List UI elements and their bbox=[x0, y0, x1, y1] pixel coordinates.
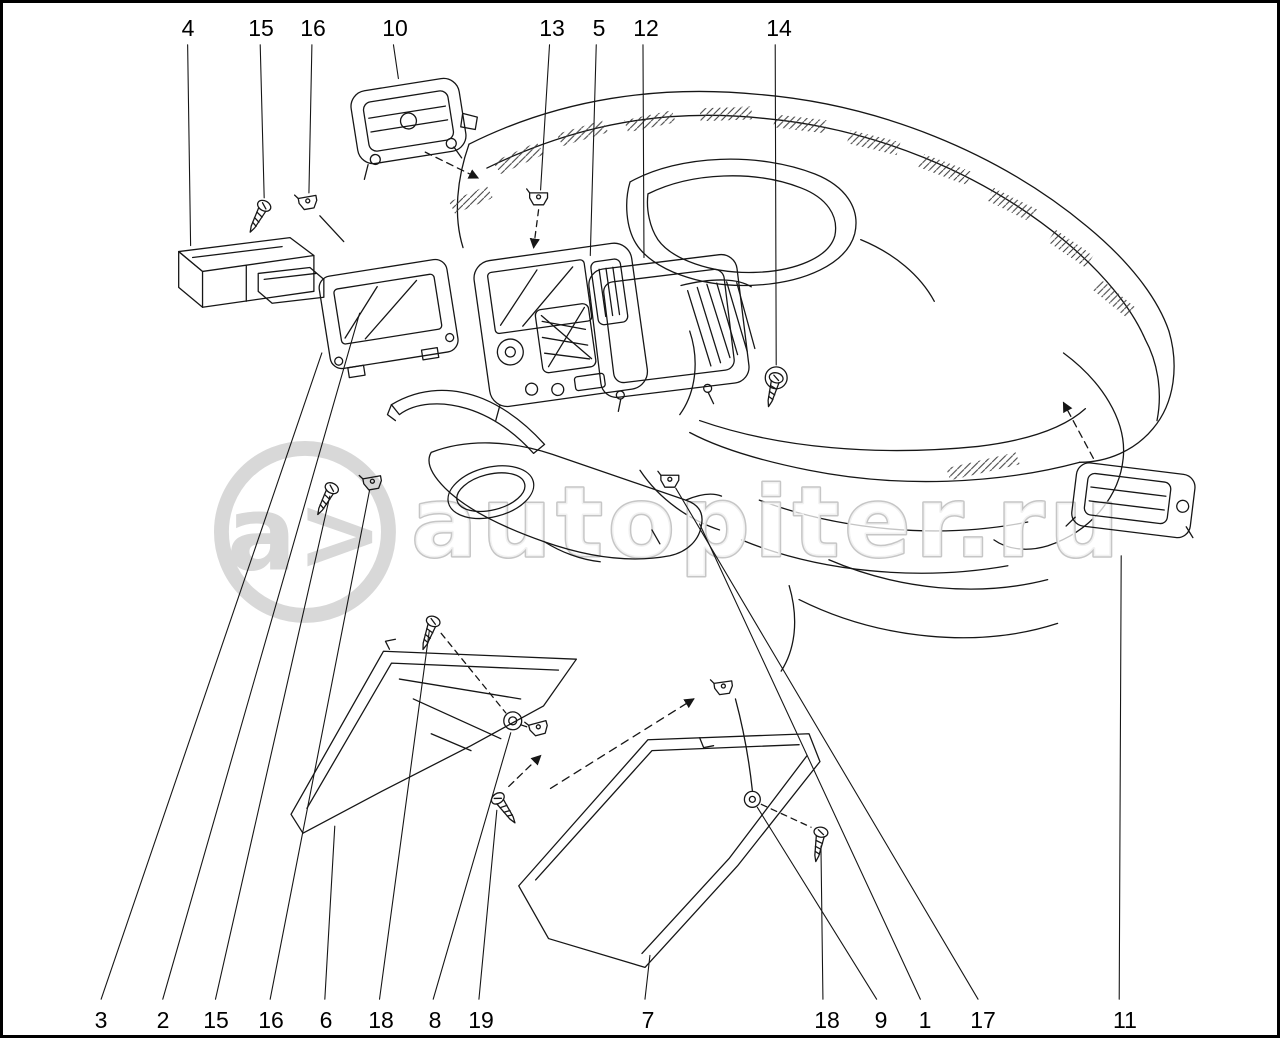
callout-label: 12 bbox=[633, 15, 659, 41]
vent-install-arrow bbox=[424, 151, 480, 179]
callout-label: 15 bbox=[203, 1007, 229, 1033]
callout-label: 10 bbox=[382, 15, 408, 41]
part-4-storage-tray bbox=[178, 236, 325, 308]
callout-label: 5 bbox=[592, 15, 606, 41]
part-8-bracket bbox=[503, 711, 550, 739]
callout-label: 16 bbox=[300, 15, 326, 41]
part-14-screw-washer bbox=[761, 366, 788, 410]
part-16-clip-a bbox=[293, 190, 319, 212]
part-12-rear-frame bbox=[588, 253, 756, 412]
watermark-site: autopiter.ru bbox=[411, 466, 1124, 579]
part-7-clip bbox=[709, 676, 734, 697]
part-13-clip bbox=[526, 188, 549, 206]
defroster-hatch bbox=[449, 106, 1136, 481]
part-10-air-vent bbox=[350, 77, 478, 180]
callout-label: 17 bbox=[970, 1007, 996, 1033]
diagram-artwork: a> autopiter.ru bbox=[100, 44, 1196, 1000]
panel-7-install-arrow bbox=[549, 698, 695, 790]
dashboard-body bbox=[449, 90, 1175, 672]
callout-label: 9 bbox=[874, 1007, 888, 1033]
part-6-kick-panel bbox=[290, 638, 578, 834]
clip-16-guide-line bbox=[319, 215, 345, 243]
callout-label: 6 bbox=[319, 1007, 333, 1033]
leader-lines bbox=[100, 44, 1122, 1000]
part-7-closing-panel bbox=[518, 733, 821, 969]
side-vent-install-arrow bbox=[1062, 401, 1095, 459]
callout-label: 18 bbox=[368, 1007, 394, 1033]
screw-18-guide-line bbox=[440, 632, 507, 714]
steering-column-trim bbox=[386, 389, 723, 563]
fastener-to-screw-line bbox=[760, 803, 812, 828]
callout-label: 19 bbox=[468, 1007, 494, 1033]
callout-label: 15 bbox=[248, 15, 274, 41]
screw-19-arrow bbox=[508, 754, 542, 788]
part-19-screw bbox=[488, 789, 522, 828]
callout-label: 7 bbox=[641, 1007, 655, 1033]
part-18-screw-b bbox=[808, 825, 830, 864]
callout-label: 3 bbox=[94, 1007, 108, 1033]
callout-label: 2 bbox=[156, 1007, 170, 1033]
callout-label: 11 bbox=[1113, 1007, 1137, 1033]
part-9-fastener bbox=[743, 790, 761, 808]
clip-to-fastener-line bbox=[734, 698, 753, 792]
watermark: a> autopiter.ru bbox=[213, 440, 1124, 623]
callout-label: 13 bbox=[539, 15, 565, 41]
callout-label: 14 bbox=[766, 15, 792, 41]
part-15-screw-a bbox=[243, 197, 274, 237]
callout-label: 18 bbox=[814, 1007, 840, 1033]
watermark-logo: a> bbox=[227, 475, 383, 595]
callout-label: 8 bbox=[428, 1007, 442, 1033]
part-11-side-vent bbox=[1065, 462, 1196, 539]
callout-label: 16 bbox=[258, 1007, 284, 1033]
callout-label: 4 bbox=[181, 15, 195, 41]
part-5-center-panel bbox=[473, 242, 649, 421]
clip-13-arrow bbox=[529, 209, 540, 249]
callout-label: 1 bbox=[918, 1007, 932, 1033]
part-2-display-bezel bbox=[318, 258, 459, 379]
